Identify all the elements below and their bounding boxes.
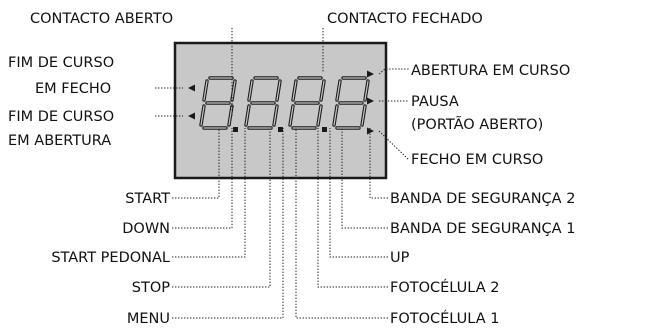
label-menu: MENU (127, 311, 170, 327)
label-limit-opening-line2: EM ABERTURA (8, 133, 111, 149)
digit-4-segment-b-highlight (364, 80, 369, 101)
digit-1-segment-e-highlight (200, 105, 205, 126)
leader-safety-band-2 (369, 128, 388, 199)
decimal-point-1 (233, 127, 238, 132)
leader-closing-in-progress (378, 130, 410, 161)
leader-start (172, 128, 220, 199)
digit-2-segment-c-highlight (273, 105, 278, 126)
label-contact-closed: CONTACTO FECHADO (327, 11, 483, 27)
label-closing-in-progress: FECHO EM CURSO (411, 152, 543, 168)
digit-1-segment-f-highlight (203, 80, 208, 101)
label-safety-band-2: BANDA DE SEGURANÇA 2 (390, 191, 575, 207)
digit-2-segment-b-highlight (276, 80, 281, 101)
digit-4-segment-c-highlight (361, 105, 366, 126)
digit-2-segment-f-highlight (248, 80, 253, 101)
label-down: DOWN (122, 221, 170, 237)
digit-3-segment-f-highlight (292, 80, 297, 101)
label-safety-band-1: BANDA DE SEGURANÇA 1 (390, 221, 575, 237)
digit-1-segment-b-highlight (231, 80, 236, 101)
leader-menu (172, 128, 284, 319)
leader-photocell-1 (295, 128, 388, 319)
left-arrow-indicator-opening (188, 112, 195, 120)
label-limit-closing-line2: EM FECHO (35, 81, 111, 97)
right-arrow-indicator-pause (367, 97, 374, 105)
digit-4-segment-f-highlight (336, 80, 341, 101)
label-photocell-2: FOTOCÉLULA 2 (390, 279, 499, 296)
label-limit-opening-line1: FIM DE CURSO (8, 109, 114, 125)
display-panel (173, 41, 388, 180)
label-photocell-1: FOTOCÉLULA 1 (390, 310, 499, 327)
decimal-point-2 (278, 127, 283, 132)
label-up: UP (390, 250, 410, 266)
label-stop: STOP (132, 280, 170, 296)
label-start-pedonal: START PEDONAL (51, 250, 170, 266)
leader-up (329, 128, 388, 258)
digit-3-segment-b-highlight (320, 80, 325, 101)
digit-2-segment-e-highlight (245, 105, 250, 126)
label-start: START (125, 191, 170, 207)
digit-4-segment-e-highlight (333, 105, 338, 126)
digit-3-segment-e-highlight (289, 105, 294, 126)
leader-safety-band-1 (341, 128, 388, 229)
digit-3-segment-c-highlight (317, 105, 322, 126)
label-contact-open: CONTACTO ABERTO (30, 11, 173, 27)
leader-photocell-2 (317, 128, 388, 288)
decimal-point-3 (322, 127, 327, 132)
left-arrow-indicator-closing (188, 84, 195, 92)
label-pause-line2: (PORTÃO ABERTO) (411, 116, 543, 133)
right-arrow-indicator-opening (367, 70, 374, 78)
leader-start-pedonal (172, 128, 246, 258)
label-pause-line1: PAUSA (411, 94, 459, 110)
leader-down (172, 128, 233, 229)
label-limit-closing-line1: FIM DE CURSO (8, 55, 114, 71)
label-opening-in-progress: ABERTURA EM CURSO (411, 63, 570, 79)
